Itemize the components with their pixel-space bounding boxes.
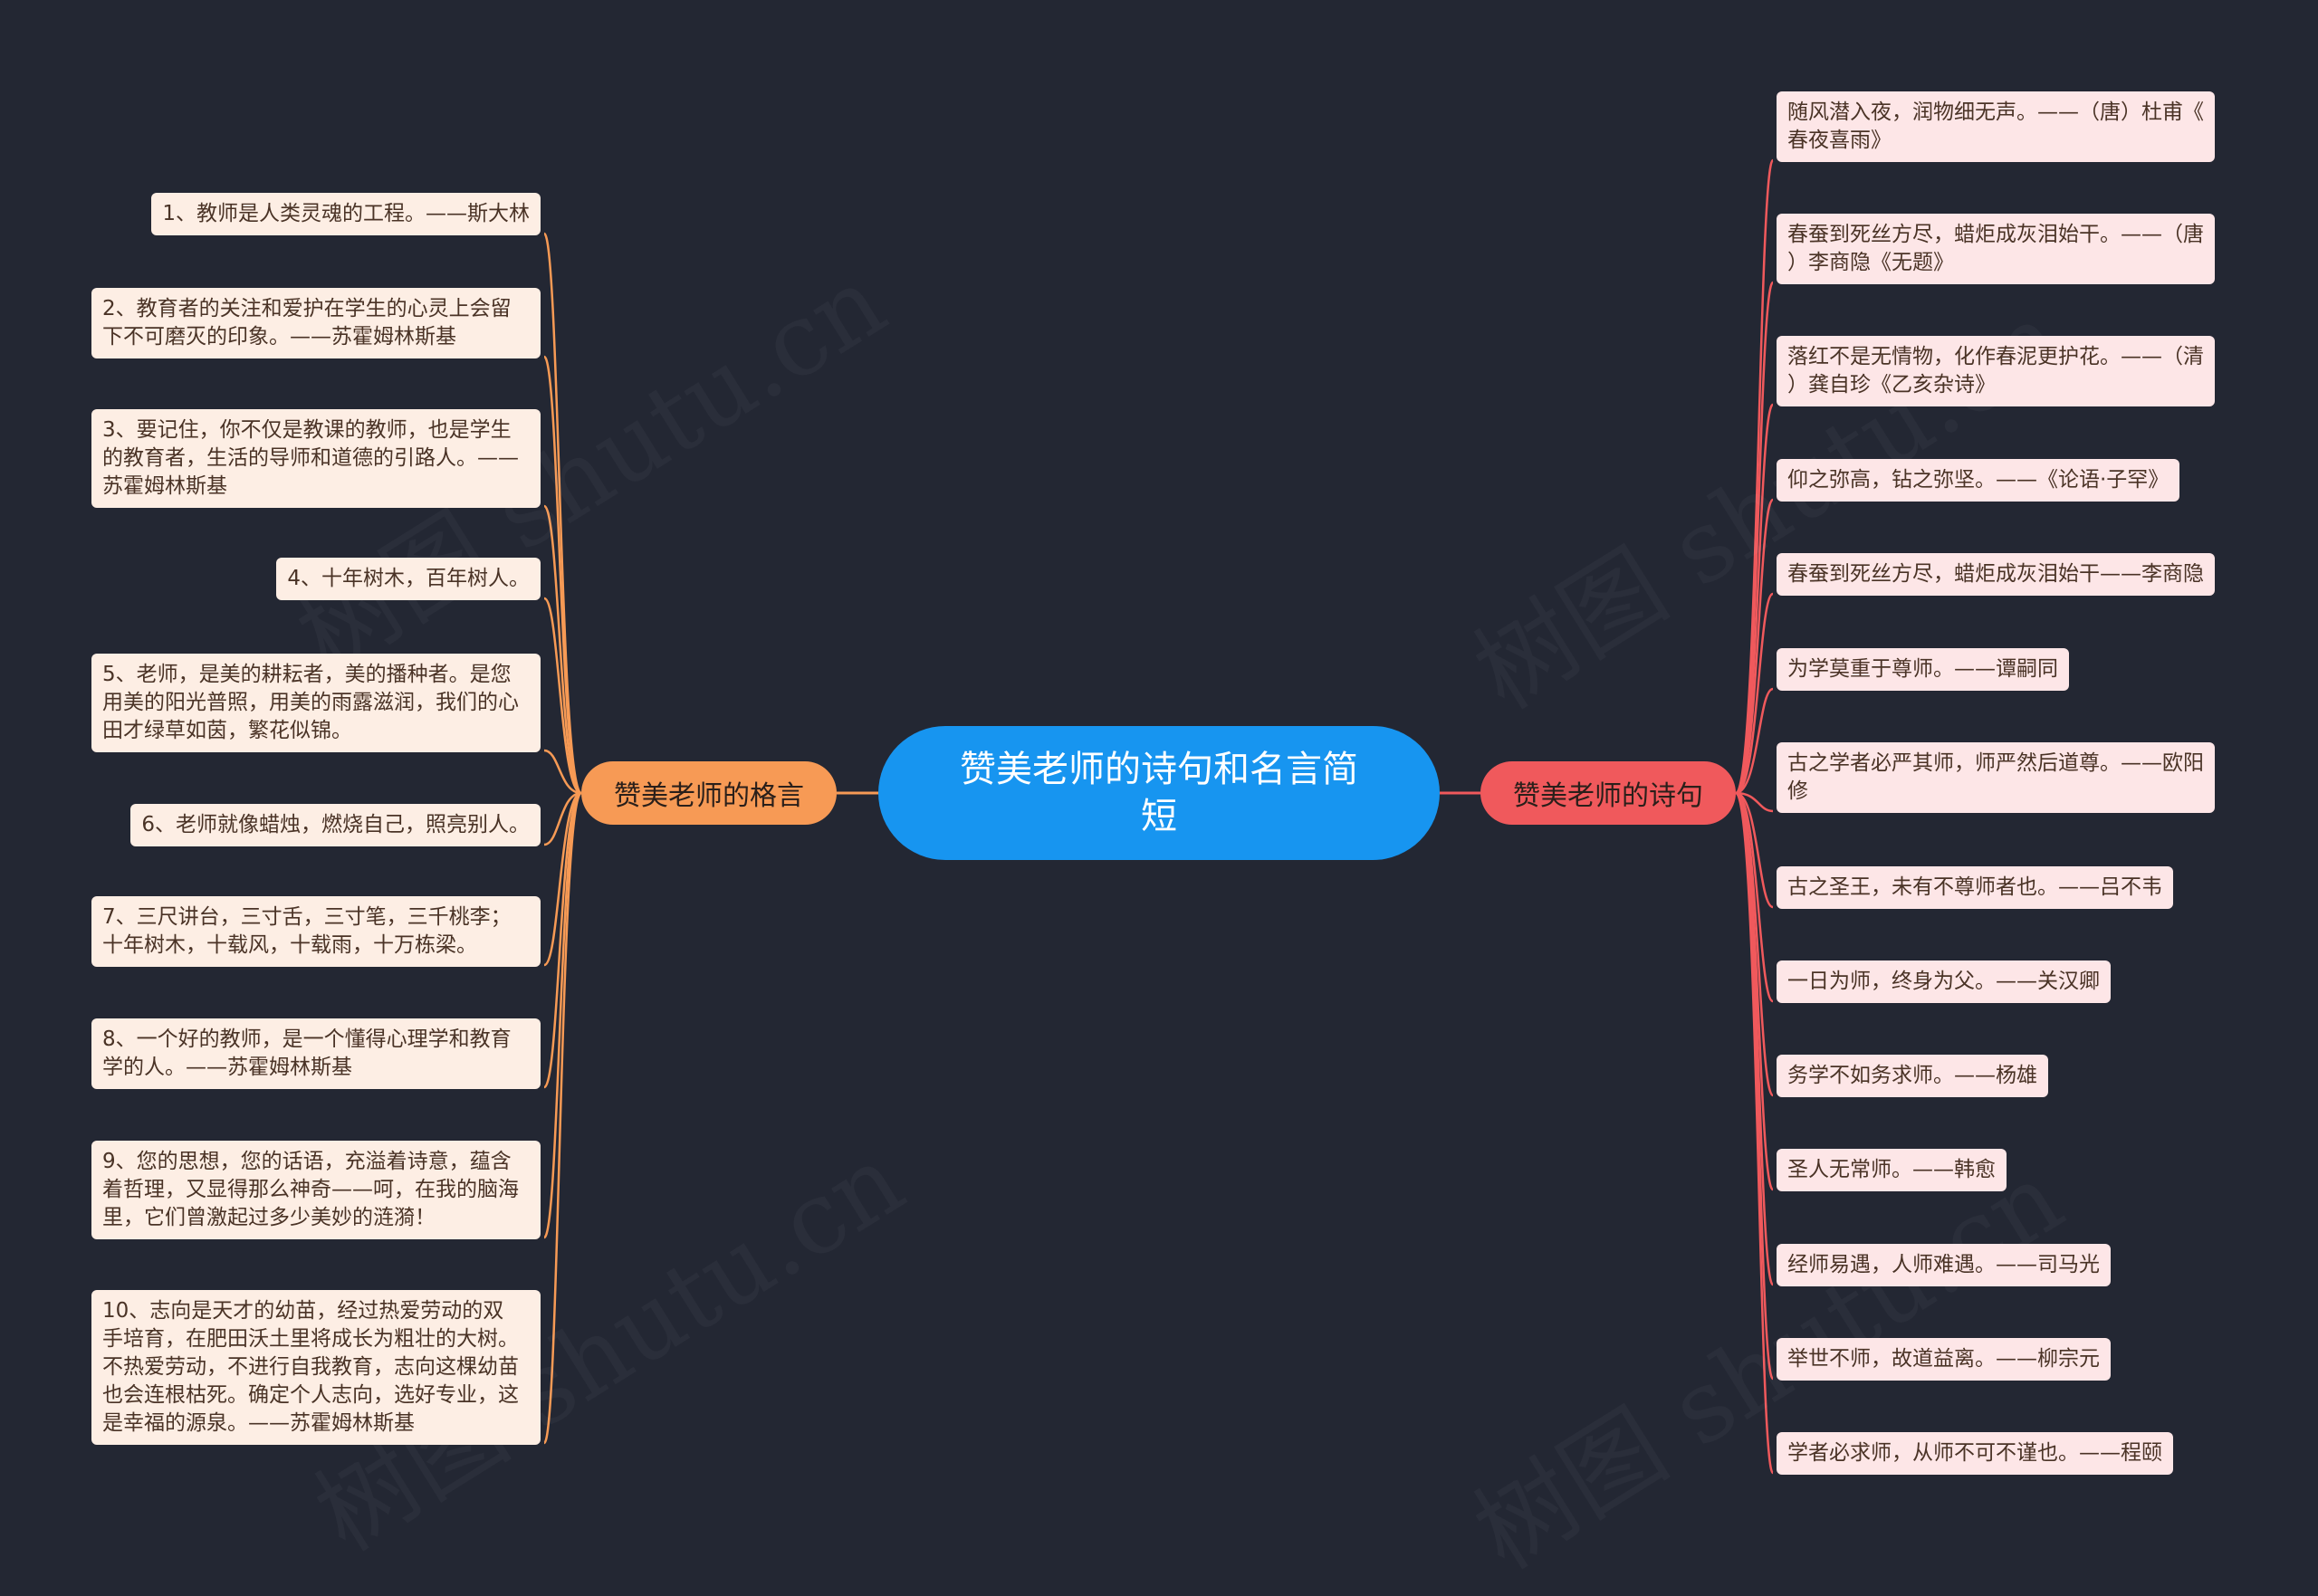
connector-poem	[1735, 791, 1775, 1003]
connector-poem	[1734, 281, 1775, 795]
connector-poem	[1735, 592, 1775, 795]
node-text-line: 也会连根枯死。确定个人志向，选好专业，这	[102, 1383, 519, 1407]
node-text-line: 7、三尺讲台，三寸舌，三寸笔，三千桃李；	[102, 905, 512, 929]
node-text-line: 圣人无常师。——韩愈	[1787, 1158, 1996, 1181]
node-text-line: 仰之弥高，钻之弥坚。——《论语·子罕》	[1787, 468, 2170, 492]
poem-node[interactable]: 经师易遇，人师难遇。——司马光	[1777, 1244, 2111, 1286]
node-text-line: 1、教师是人类灵魂的工程。——斯大林	[162, 202, 530, 225]
node-text-line: 4、十年树木，百年树人。	[287, 567, 530, 590]
connector-maxim	[542, 791, 582, 1089]
maxim-node[interactable]: 2、教育者的关注和爱护在学生的心灵上会留下不可磨灭的印象。——苏霍姆林斯基	[91, 288, 541, 358]
maxim-node[interactable]: 10、志向是天才的幼苗，经过热爱劳动的双手培育，在肥田沃土里将成长为粗壮的大树。…	[91, 1290, 541, 1445]
connector-maxim	[543, 791, 582, 967]
poem-node[interactable]: 举世不师，故道益离。——柳宗元	[1777, 1338, 2111, 1381]
connector-maxim	[542, 791, 583, 1445]
branch-maxims[interactable]: 赞美老师的格言	[581, 761, 837, 825]
poem-node[interactable]: 春蚕到死丝方尽，蜡炬成灰泪始干——李商隐	[1777, 553, 2215, 596]
node-text-line: 学的人。——苏霍姆林斯基	[102, 1056, 352, 1079]
poem-node[interactable]: 古之圣王，未有不尊师者也。——吕不韦	[1777, 866, 2173, 909]
node-text-line: 随风潜入夜，润物细无声。——（唐）杜甫《	[1787, 100, 2204, 124]
node-text-line: 里，它们曾激起过多少美妙的涟漪！	[102, 1206, 436, 1229]
connector-poem	[1734, 791, 1775, 1475]
node-text-line: 2、教育者的关注和爱护在学生的心灵上会留	[102, 297, 512, 320]
poem-node[interactable]: 为学莫重于尊师。——谭嗣同	[1777, 648, 2069, 691]
maxim-node[interactable]: 1、教师是人类灵魂的工程。——斯大林	[151, 193, 541, 235]
poem-node[interactable]: 圣人无常师。——韩愈	[1777, 1149, 2007, 1191]
node-text-line: 不热爱劳动，不进行自我教育，志向这棵幼苗	[102, 1355, 519, 1379]
connector-maxim	[542, 355, 583, 795]
poem-node[interactable]: 古之学者必严其师，师严然后道尊。——欧阳修	[1777, 742, 2215, 813]
node-text-line: 古之学者必严其师，师严然后道尊。——欧阳	[1787, 751, 2204, 775]
node-text-line: 一日为师，终身为父。——关汉卿	[1787, 970, 2100, 993]
connector-maxim	[542, 791, 583, 1239]
node-text-line: 古之圣王，未有不尊师者也。——吕不韦	[1787, 875, 2162, 899]
node-text-line: 经师易遇，人师难遇。——司马光	[1787, 1253, 2100, 1276]
maxim-node[interactable]: 3、要记住，你不仅是教课的教师，也是学生的教育者，生活的导师和道德的引路人。——…	[91, 409, 541, 508]
branch-poems[interactable]: 赞美老师的诗句	[1480, 761, 1736, 825]
connector-maxim	[543, 749, 582, 795]
node-text-line: 8、一个好的教师，是一个懂得心理学和教育	[102, 1027, 512, 1051]
node-text-line: 务学不如务求师。——杨雄	[1787, 1064, 2037, 1087]
poem-node[interactable]: 一日为师，终身为父。——关汉卿	[1777, 960, 2111, 1003]
maxim-node[interactable]: 8、一个好的教师，是一个懂得心理学和教育学的人。——苏霍姆林斯基	[91, 1018, 541, 1089]
node-text-line: 3、要记住，你不仅是教课的教师，也是学生	[102, 418, 512, 442]
node-text-line: 手培育，在肥田沃土里将成长为粗壮的大树。	[102, 1327, 519, 1351]
node-text-line: 6、老师就像蜡烛，燃烧自己，照亮别人。	[141, 813, 530, 836]
maxim-node[interactable]: 5、老师，是美的耕耘者，美的播种者。是您用美的阳光普照，用美的雨露滋润，我们的心…	[91, 654, 541, 752]
node-text-line: 9、您的思想，您的话语，充溢着诗意，蕴含	[102, 1150, 512, 1173]
node-text-line: 落红不是无情物，化作春泥更护花。——（清	[1787, 345, 2204, 368]
node-text-line: ）李商隐《无题》	[1787, 251, 1954, 274]
poem-node[interactable]: 春蚕到死丝方尽，蜡炬成灰泪始干。——（唐 ）李商隐《无题》	[1777, 214, 2215, 284]
node-text-line: 举世不师，故道益离。——柳宗元	[1787, 1347, 2100, 1371]
node-text-line: 为学莫重于尊师。——谭嗣同	[1787, 657, 2058, 681]
connector-poem	[1734, 403, 1775, 795]
node-text-line: 春蚕到死丝方尽，蜡炬成灰泪始干。——（唐	[1787, 223, 2204, 246]
poem-node[interactable]: 随风潜入夜，润物细无声。——（唐）杜甫《春夜喜雨》	[1777, 91, 2215, 162]
connector-poem	[1735, 791, 1774, 813]
node-text-line: 春蚕到死丝方尽，蜡炬成灰泪始干——李商隐	[1787, 562, 2204, 586]
node-text-line: 苏霍姆林斯基	[102, 474, 227, 498]
node-text-line: 是幸福的源泉。——苏霍姆林斯基	[102, 1411, 415, 1435]
poem-node[interactable]: 仰之弥高，钻之弥坚。——《论语·子罕》	[1777, 459, 2180, 502]
node-text-line: 下不可磨灭的印象。——苏霍姆林斯基	[102, 325, 456, 349]
node-text-line: 田才绿草如茵，繁花似锦。	[102, 719, 352, 742]
node-text-line: 学者必求师，从师不可不谨也。——程颐	[1787, 1441, 2162, 1465]
connector-maxim	[543, 791, 582, 846]
node-text-line: 的教育者，生活的导师和道德的引路人。——	[102, 446, 519, 470]
node-text-line: 用美的阳光普照，用美的雨露滋润，我们的心	[102, 691, 519, 714]
connector-maxim	[542, 597, 582, 795]
poem-node[interactable]: 落红不是无情物，化作春泥更护花。——（清 ）龚自珍《乙亥杂诗》	[1777, 336, 2215, 406]
poem-node[interactable]: 务学不如务求师。——杨雄	[1777, 1055, 2048, 1097]
central-topic[interactable]: 赞美老师的诗句和名言简短	[878, 726, 1440, 860]
maxim-node[interactable]: 9、您的思想，您的话语，充溢着诗意，蕴含着哲理，又显得那么神奇——呵，在我的脑海…	[91, 1141, 541, 1239]
connector-maxim	[542, 504, 582, 795]
connector-poem	[1735, 791, 1774, 909]
node-text-line: 十年树木，十载风，十载雨，十万栋梁。	[102, 933, 477, 957]
branch-poems-label: 赞美老师的诗句	[1513, 780, 1703, 812]
maxim-node[interactable]: 6、老师就像蜡烛，燃烧自己，照亮别人。	[130, 804, 541, 846]
central-topic-label: 赞美老师的诗句和名言简短	[960, 749, 1358, 837]
node-text-line: 5、老师，是美的耕耘者，美的播种者。是您	[102, 663, 512, 686]
poem-node[interactable]: 学者必求师，从师不可不谨也。——程颐	[1777, 1432, 2173, 1475]
node-text-line: 10、志向是天才的幼苗，经过热爱劳动的双	[102, 1299, 504, 1323]
node-text-line: 修	[1787, 779, 1808, 803]
node-text-line: ）龚自珍《乙亥杂诗》	[1787, 373, 1996, 397]
node-text-line: 着哲理，又显得那么神奇——呵，在我的脑海	[102, 1178, 519, 1201]
connector-poem	[1735, 687, 1774, 795]
maxim-node[interactable]: 4、十年树木，百年树人。	[276, 558, 541, 600]
branch-maxims-label: 赞美老师的格言	[614, 780, 804, 812]
maxim-node[interactable]: 7、三尺讲台，三寸舌，三寸笔，三千桃李； 十年树木，十载风，十载雨，十万栋梁。	[91, 896, 541, 967]
node-text-line: 春夜喜雨》	[1787, 129, 1892, 152]
connector-poem	[1735, 498, 1775, 795]
